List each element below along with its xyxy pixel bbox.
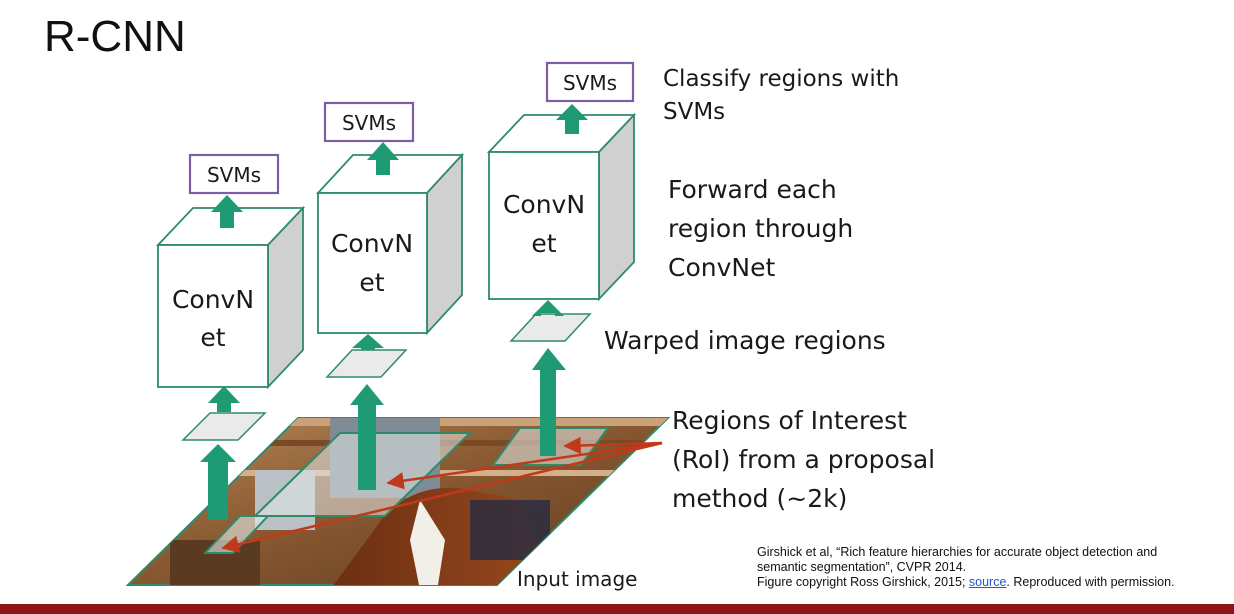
slide-title: R-CNN xyxy=(44,12,186,61)
citation-line2: semantic segmentation”, CVPR 2014. xyxy=(757,560,967,574)
annotation-input-image: Input image xyxy=(517,567,638,591)
annotation-forward-line1: Forward each xyxy=(668,175,837,204)
svm-label-3: SVMs xyxy=(563,71,617,95)
citation-line1: Girshick et al, “Rich feature hierarchie… xyxy=(757,545,1158,559)
annotation-warped: Warped image regions xyxy=(604,326,886,355)
convnet-box-1: ConvN et xyxy=(155,205,306,390)
convnet-label-2a: ConvN xyxy=(331,229,413,258)
annotation-roi: Regions of Interest (RoI) from a proposa… xyxy=(672,401,935,518)
citation: Girshick et al, “Rich feature hierarchie… xyxy=(757,545,1227,590)
svm-label-2: SVMs xyxy=(342,111,396,135)
convnet-box-2: ConvN et xyxy=(315,152,465,336)
citation-line3: Figure copyright Ross Girshick, 2015; so… xyxy=(757,575,1227,590)
citation-source-link[interactable]: source xyxy=(968,575,1007,589)
annotation-classify-line2: SVMs xyxy=(663,99,726,125)
convnet-label-1b: et xyxy=(200,323,225,352)
convnet-label-3a: ConvN xyxy=(503,190,585,219)
convnet-label-3b: et xyxy=(531,229,556,258)
svm-box-3: SVMs xyxy=(545,61,635,103)
annotation-roi-line3: method (~2k) xyxy=(672,484,848,513)
svm-label-1: SVMs xyxy=(207,163,261,187)
convnet-label-1a: ConvN xyxy=(172,285,254,314)
roi-arrows xyxy=(221,436,663,553)
annotation-roi-line2: (RoI) from a proposal xyxy=(672,445,936,474)
citation-copyright: Figure copyright Ross Girshick, 2015; xyxy=(757,575,969,589)
annotation-classify-line1: Classify regions with xyxy=(663,66,900,92)
region-to-warp-arrows xyxy=(200,348,566,520)
convnet-label-2b: et xyxy=(359,268,384,297)
annotation-forward-line2: region through xyxy=(668,214,854,243)
svm-box-2: SVMs xyxy=(323,101,415,143)
annotation-classify: Classify regions with SVMs xyxy=(663,63,899,129)
convnet-to-svm-arrows xyxy=(211,104,588,228)
annotation-forward-line3: ConvNet xyxy=(668,253,776,282)
convnet-box-3: ConvN et xyxy=(486,112,637,302)
annotation-roi-line1: Regions of Interest xyxy=(672,406,907,435)
footer-bar xyxy=(0,604,1234,614)
warped-regions xyxy=(181,313,592,441)
citation-permission: . Reproduced with permission. xyxy=(1006,575,1175,589)
warp-to-convnet-arrows xyxy=(208,300,564,412)
svm-box-1: SVMs xyxy=(188,153,280,195)
annotation-forward: Forward each region through ConvNet xyxy=(668,170,853,287)
